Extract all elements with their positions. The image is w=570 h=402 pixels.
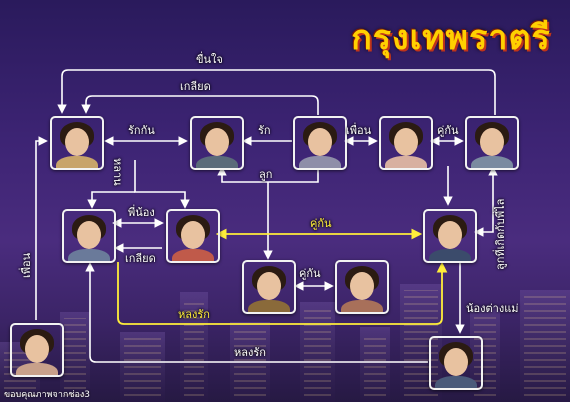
line-jealous [57, 69, 496, 115]
line-hate-top [81, 95, 319, 115]
label-child: ลูก [259, 168, 273, 181]
label-couple-bottom: คู่กัน [299, 267, 321, 280]
label-jealous: ขื่นใจ [196, 53, 223, 66]
portrait-4 [379, 116, 433, 170]
label-half-brother: น้องต่างแม่ [466, 302, 519, 315]
portrait-10 [335, 260, 389, 314]
label-in-love-yellow: หลงรัก [178, 308, 210, 321]
image-credit: ขอบคุณภาพจากช่อง3 [4, 390, 90, 400]
label-love: รัก [258, 124, 271, 137]
portrait-12 [429, 336, 483, 390]
portrait-9 [242, 260, 296, 314]
label-love-each: รักกัน [128, 124, 155, 137]
portrait-1-outfit [56, 156, 98, 168]
portrait-3 [293, 116, 347, 170]
portrait-1 [50, 116, 104, 170]
portrait-7 [166, 209, 220, 263]
portrait-2 [190, 116, 244, 170]
line-crush-wrong [474, 166, 498, 237]
label-couple-top: คู่กัน [437, 124, 459, 137]
label-crush-wrong: ลูกที่เกิดกับพี่ไล [494, 198, 507, 270]
portrait-11 [10, 323, 64, 377]
line-in-love-bottom [85, 262, 428, 363]
portrait-6 [62, 209, 116, 263]
label-hate-top: เกลียด [180, 80, 211, 93]
label-friend: เพื่อน [346, 124, 372, 137]
diagram-title: กรุงเทพราตรี [351, 18, 551, 58]
line-child [217, 166, 319, 183]
label-siblings: พี่น้อง [128, 206, 155, 219]
label-aunt: เพื่อน [20, 252, 33, 278]
label-couple-mid: คู่กัน [310, 217, 332, 230]
line-niece [134, 160, 190, 209]
line-aunt [35, 136, 48, 320]
portrait-8 [423, 209, 477, 263]
label-hate-mid: เกลียด [125, 252, 156, 265]
label-in-love-bottom: หลงรัก [234, 346, 266, 359]
portrait-5 [465, 116, 519, 170]
label-niece: หลาน [111, 158, 124, 186]
line-in-love-yellow [117, 261, 448, 325]
